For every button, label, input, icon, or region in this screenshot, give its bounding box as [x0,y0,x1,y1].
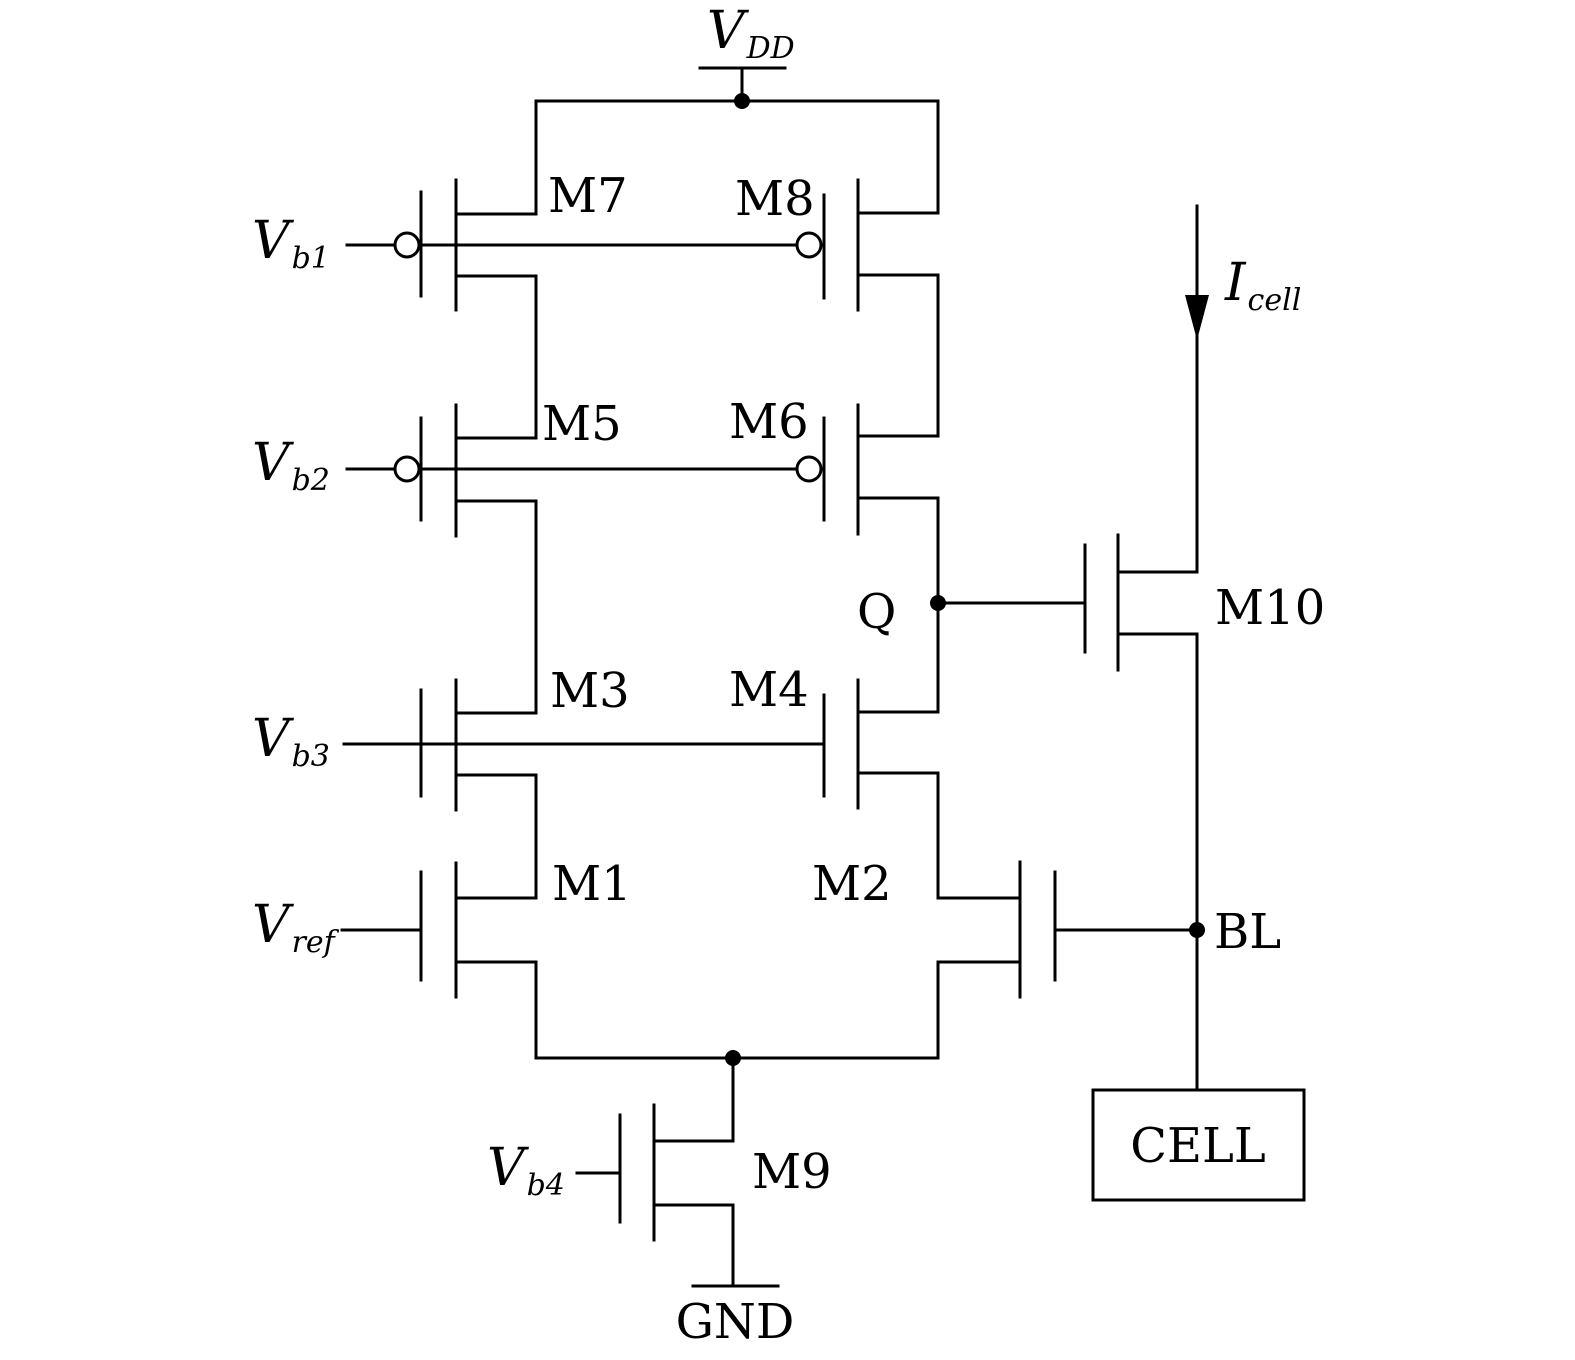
bl-label: BL [1214,904,1281,960]
transistor-m4: M4 [729,662,940,810]
m4-label: M4 [729,662,809,718]
vdd-node-dot [734,93,750,109]
icell-label: Icell [1224,253,1301,318]
transistor-m2: M2 [812,856,1057,1060]
transistor-m1: M1 [419,856,632,1060]
vb2-label: Vb2 [252,433,330,498]
vdd-supply: VDD [534,1,940,109]
transistor-m5: M5 [393,396,622,538]
tail-node [534,1050,940,1143]
transistor-m10: M10 [1083,533,1325,672]
transistor-m8: M8 [735,99,940,312]
cell-block: CELL [1091,1088,1306,1202]
ground: GND [676,1284,795,1350]
m10-label: M10 [1215,580,1325,636]
m6-gate-bubble [795,455,823,483]
vref-input: Vref [252,895,421,960]
transistor-m3: M3 [419,663,630,812]
m8-gate-bubble [795,231,823,259]
vb4-label: Vb4 [487,1138,565,1203]
icell-current: Icell [1185,204,1301,574]
vb2-input: Vb2 [252,433,799,498]
node-q: Q [857,584,1085,640]
vb4-input: Vb4 [487,1138,620,1203]
vb1-label: Vb1 [252,211,330,276]
vdd-label: VDD [707,1,795,66]
gnd-label: GND [676,1294,795,1350]
transistor-m7: M7 [393,99,628,312]
transistor-m9: M9 [618,1103,832,1288]
m7-label: M7 [548,168,628,224]
m7-gate-bubble [393,231,421,259]
current-arrow-icon [1185,295,1209,340]
bl-node-dot [1189,922,1205,938]
vb1-input: Vb1 [252,211,799,276]
m3-label: M3 [550,663,630,719]
transistor-m6: M6 [729,394,940,536]
m5-gate-bubble [393,455,421,483]
m5-label: M5 [542,396,622,452]
vb3-input: Vb3 [252,709,824,774]
q-label: Q [857,584,896,640]
node-bl: BL [1055,632,1281,1092]
m6-label: M6 [729,394,809,450]
vref-label: Vref [252,895,340,960]
m1-label: M1 [552,856,632,912]
cell-label: CELL [1130,1118,1266,1174]
m2-label: M2 [812,856,892,912]
m8-label: M8 [735,171,815,227]
vb3-label: Vb3 [252,709,330,774]
m9-label: M9 [752,1144,832,1200]
